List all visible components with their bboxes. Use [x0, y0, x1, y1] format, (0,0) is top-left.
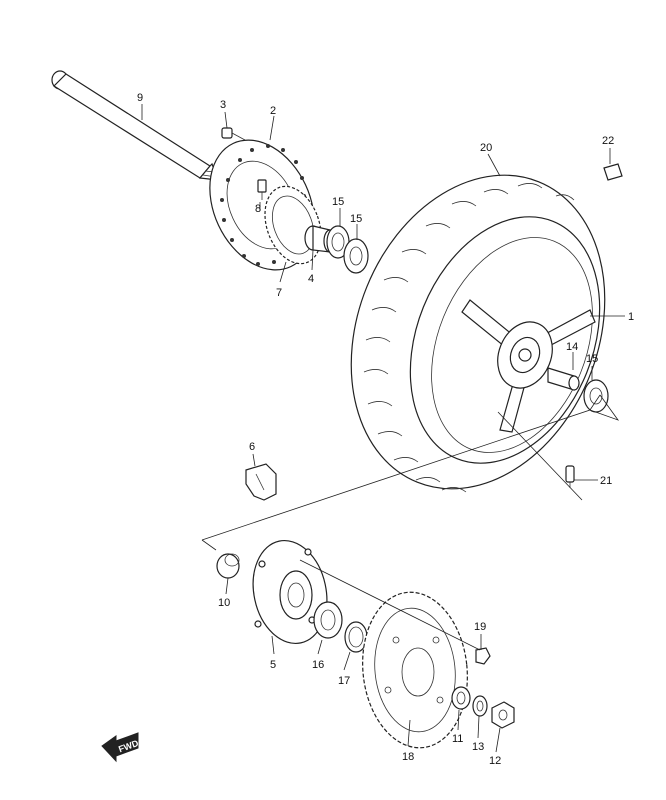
callout-17: 16 [312, 659, 324, 671]
callout-15-left: 15 [350, 213, 362, 225]
callout-14: 14 [566, 341, 578, 353]
callout-19: 18 [402, 751, 414, 763]
callout-10: 10 [218, 597, 230, 609]
nut-part-12 [491, 701, 515, 729]
bracket-part-6 [245, 463, 277, 501]
callout-2: 2 [270, 105, 276, 117]
callout-6: 6 [249, 441, 255, 453]
balancer-weight-part-23 [603, 163, 623, 181]
callout-3: 3 [220, 99, 226, 111]
bearing-part-15-left [343, 238, 369, 274]
bearing-part-15-right [583, 379, 609, 413]
bolt-part-8 [257, 179, 267, 200]
callout-18: 17 [338, 675, 350, 687]
callout-16: 15 [332, 196, 344, 208]
callout-8: 8 [255, 203, 261, 215]
callout-4: 4 [308, 273, 314, 285]
rear-sprocket-part-19 [362, 591, 468, 749]
damper-part-10 [216, 553, 240, 579]
ring-part-18 [344, 621, 368, 653]
washer-part-13 [472, 695, 488, 717]
collar-part-14 [547, 367, 580, 391]
callout-20: 19 [474, 621, 486, 633]
sprocket-hub-part-5 [252, 539, 328, 645]
callout-13: 13 [472, 741, 484, 753]
rim-part-1 [461, 299, 596, 433]
spacer-part-11 [451, 686, 471, 710]
callout-11: 11 [452, 733, 463, 745]
wheel-assembly [350, 174, 606, 493]
callout-12: 12 [489, 755, 501, 767]
leader-lines [141, 104, 625, 753]
axle-part-9 [51, 70, 219, 181]
callout-1: 1 [628, 311, 634, 323]
callout-7: 7 [276, 287, 282, 299]
nut-part-20 [475, 647, 491, 665]
valve-part-22 [565, 465, 575, 488]
assembly-outline [201, 394, 620, 651]
bolt-part-3 [221, 127, 246, 141]
callout-23: 22 [602, 135, 614, 147]
callout-9: 9 [137, 92, 143, 104]
callout-15-right: 15 [586, 353, 598, 365]
forward-direction-arrow-icon: FWD [101, 732, 140, 763]
callout-22: 21 [600, 475, 612, 487]
callout-21: 20 [480, 142, 492, 154]
callout-5: 5 [270, 659, 276, 671]
bearing-part-17 [313, 601, 343, 639]
callout-labels: 9 3 2 8 7 4 15 15 20 22 1 14 15 21 6 10 … [137, 92, 634, 767]
